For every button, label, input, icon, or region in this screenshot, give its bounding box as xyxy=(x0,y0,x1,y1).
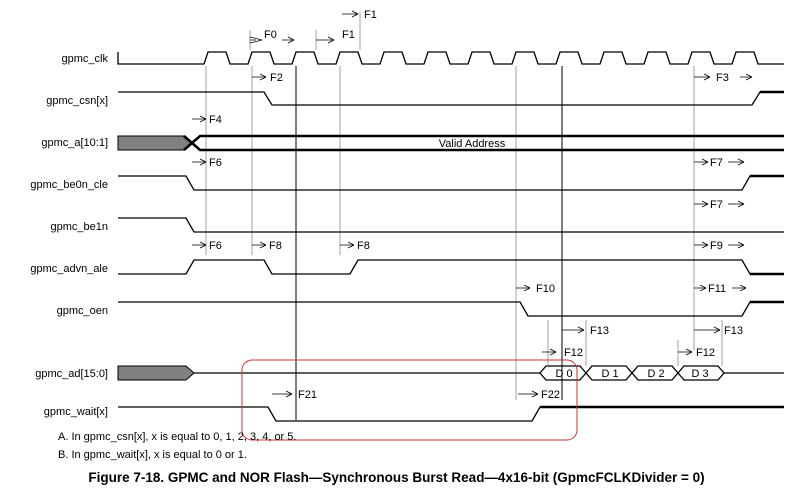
be0n-waveform xyxy=(118,175,784,191)
param-f10: F10 xyxy=(536,283,555,295)
note-b: B. In gpmc_wait[x], x is equal to 0 or 1… xyxy=(58,449,247,461)
oen-waveform xyxy=(118,301,784,317)
wait-waveform xyxy=(118,406,784,422)
data-word-2: D 2 xyxy=(647,368,664,380)
signal-label-wait: gpmc_wait[x] xyxy=(44,406,108,418)
data-word-0: D 0 xyxy=(555,368,572,380)
timing-arrows xyxy=(192,10,753,398)
signal-label-advn: gpmc_advn_ale xyxy=(30,263,108,275)
address-valid xyxy=(183,134,784,152)
param-f11: F11 xyxy=(708,283,726,295)
param-f7b: F7 xyxy=(710,199,723,211)
param-f8b: F8 xyxy=(357,240,370,252)
advn-waveform xyxy=(118,259,784,275)
param-f12a: F12 xyxy=(564,347,583,359)
param-f7a: F7 xyxy=(710,157,723,169)
param-f0: F0 xyxy=(264,29,277,41)
param-f13b: F13 xyxy=(724,325,743,337)
signal-label-oen: gpmc_oen xyxy=(57,305,108,317)
note-a: A. In gpmc_csn[x], x is equal to 0, 1, 2… xyxy=(58,431,297,443)
param-f9: F9 xyxy=(710,240,723,252)
timing-guides xyxy=(205,12,695,420)
param-f4: F4 xyxy=(209,114,222,126)
signal-label-csn: gpmc_csn[x] xyxy=(46,95,108,107)
clk-waveform xyxy=(117,51,784,65)
signal-label-ad: gpmc_ad[15:0] xyxy=(35,368,108,380)
data-word-1: D 1 xyxy=(601,368,618,380)
param-f1a: F1 xyxy=(364,9,377,21)
address-label: Valid Address xyxy=(439,138,506,150)
param-f3: F3 xyxy=(716,72,729,84)
param-f1b: F1 xyxy=(342,29,355,41)
data-word-3: D 3 xyxy=(691,368,708,380)
signal-label-clk: gpmc_clk xyxy=(62,53,109,65)
ad-invalid xyxy=(117,365,195,381)
signal-label-be1n: gpmc_be1n xyxy=(51,221,109,233)
be1n-waveform xyxy=(118,217,784,233)
param-f6a: F6 xyxy=(209,157,222,169)
param-f13a: F13 xyxy=(590,325,609,337)
signal-label-be0n: gpmc_be0n_cle xyxy=(30,179,108,191)
param-f22: F22 xyxy=(541,389,560,401)
param-f6b: F6 xyxy=(209,240,222,252)
figure-caption: Figure 7-18. GPMC and NOR Flash—Synchron… xyxy=(88,470,705,485)
signal-label-a: gpmc_a[10:1] xyxy=(41,137,108,149)
csn-waveform xyxy=(118,91,784,106)
param-f8a: F8 xyxy=(269,240,282,252)
param-f2: F2 xyxy=(270,72,283,84)
param-f12b: F12 xyxy=(696,347,715,359)
address-invalid xyxy=(117,135,193,151)
timing-diagram: gpmc_clk gpmc_csn[x] gpmc_a[10:1] gpmc_b… xyxy=(30,9,784,441)
param-f21: F21 xyxy=(298,389,317,401)
highlight-box xyxy=(241,359,578,441)
